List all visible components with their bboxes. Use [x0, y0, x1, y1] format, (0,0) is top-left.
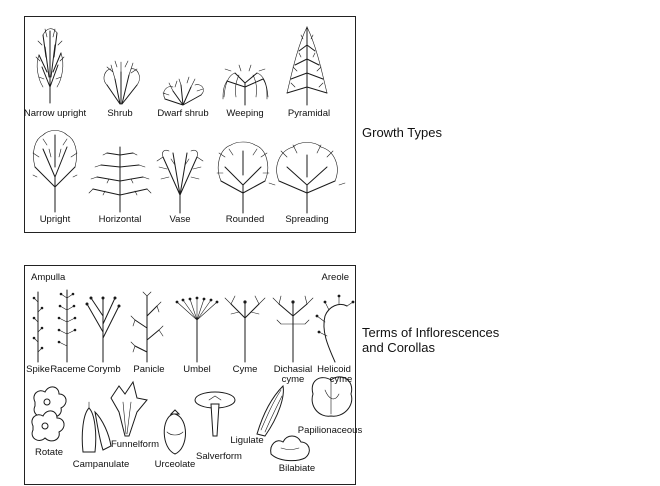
funnelform-flower-icon	[110, 380, 148, 437]
weeping-label: Weeping	[226, 108, 264, 119]
corymb-icon	[85, 296, 121, 363]
raceme-icon	[57, 289, 77, 363]
vase-label: Vase	[169, 214, 191, 225]
bilabiate-flower-icon	[270, 435, 310, 462]
rotate-label: Rotate	[35, 447, 63, 458]
inflorescences-heading-line2: and Corollas	[362, 340, 435, 355]
narrow-upright-label: Narrow upright	[23, 108, 87, 119]
weeping-tree-icon	[222, 64, 269, 106]
inflorescences-panel: Ampulla Areole Spike Raceme Corymb Panic…	[24, 265, 362, 485]
salverform-label: Salverform	[196, 451, 242, 462]
upright-tree-icon	[32, 130, 78, 213]
growth-types-heading: Growth Types	[362, 125, 442, 140]
inflorescences-heading-line1: Terms of Inflorescences	[362, 325, 500, 340]
upright-label: Upright	[39, 214, 71, 225]
panicle-label: Panicle	[133, 364, 165, 375]
rounded-label: Rounded	[225, 214, 265, 225]
dwarf-shrub-icon	[162, 76, 204, 106]
cyme-label: Cyme	[232, 364, 258, 375]
tree-drawings	[32, 26, 346, 214]
growth-types-panel: Narrow upright Shrub Dwarf shrub Weeping…	[24, 16, 356, 233]
rounded-tree-icon	[216, 141, 270, 214]
helicoid-cyme-label-1: Helicoid	[317, 364, 351, 375]
umbel-label: Umbel	[183, 364, 211, 375]
shrub-icon	[103, 60, 140, 105]
raceme-label: Raceme	[50, 364, 86, 375]
funnelform-label: Funnelform	[110, 439, 160, 450]
helicoid-cyme-icon	[315, 294, 355, 363]
ligulate-flower-icon	[256, 384, 284, 437]
dichasial-cyme-icon	[272, 295, 314, 363]
ampulla-label: Ampulla	[31, 272, 66, 283]
papilionaceous-flower-icon	[311, 376, 353, 417]
ligulate-label: Ligulate	[230, 435, 264, 446]
spreading-tree-icon	[268, 142, 346, 214]
shrub-label: Shrub	[107, 108, 133, 119]
inflorescence-drawings	[31, 289, 355, 462]
urceolate-label: Urceolate	[154, 459, 196, 470]
spreading-label: Spreading	[285, 214, 329, 225]
dichasial-cyme-label-2: cyme	[281, 374, 305, 385]
campanulate-label: Campanulate	[72, 459, 130, 470]
horizontal-label: Horizontal	[98, 214, 142, 225]
areole-label: Areole	[321, 272, 349, 283]
salverform-flower-icon	[194, 391, 236, 437]
helicoid-cyme-label-2: cyme	[329, 374, 353, 385]
umbel-icon	[175, 296, 219, 363]
pyramidal-tree-icon	[286, 26, 328, 106]
cyme-icon	[224, 295, 266, 363]
vase-tree-icon	[156, 149, 204, 214]
corymb-label: Corymb	[87, 364, 121, 375]
spike-icon	[32, 291, 44, 363]
spike-label: Spike	[26, 364, 50, 375]
campanulate-flower-icon	[81, 401, 112, 453]
dichasial-cyme-label-1: Dichasial	[273, 364, 313, 375]
papilionaceous-label: Papilionaceous	[297, 425, 363, 436]
pyramidal-label: Pyramidal	[287, 108, 331, 119]
narrow-upright-tree-icon	[35, 28, 65, 104]
rotate-flower-icon	[31, 386, 67, 442]
urceolate-flower-icon	[163, 409, 186, 455]
horizontal-tree-icon	[88, 146, 152, 213]
panicle-icon	[130, 291, 164, 363]
bilabiate-label: Bilabiate	[278, 463, 316, 474]
dwarf-shrub-label: Dwarf shrub	[157, 108, 209, 119]
